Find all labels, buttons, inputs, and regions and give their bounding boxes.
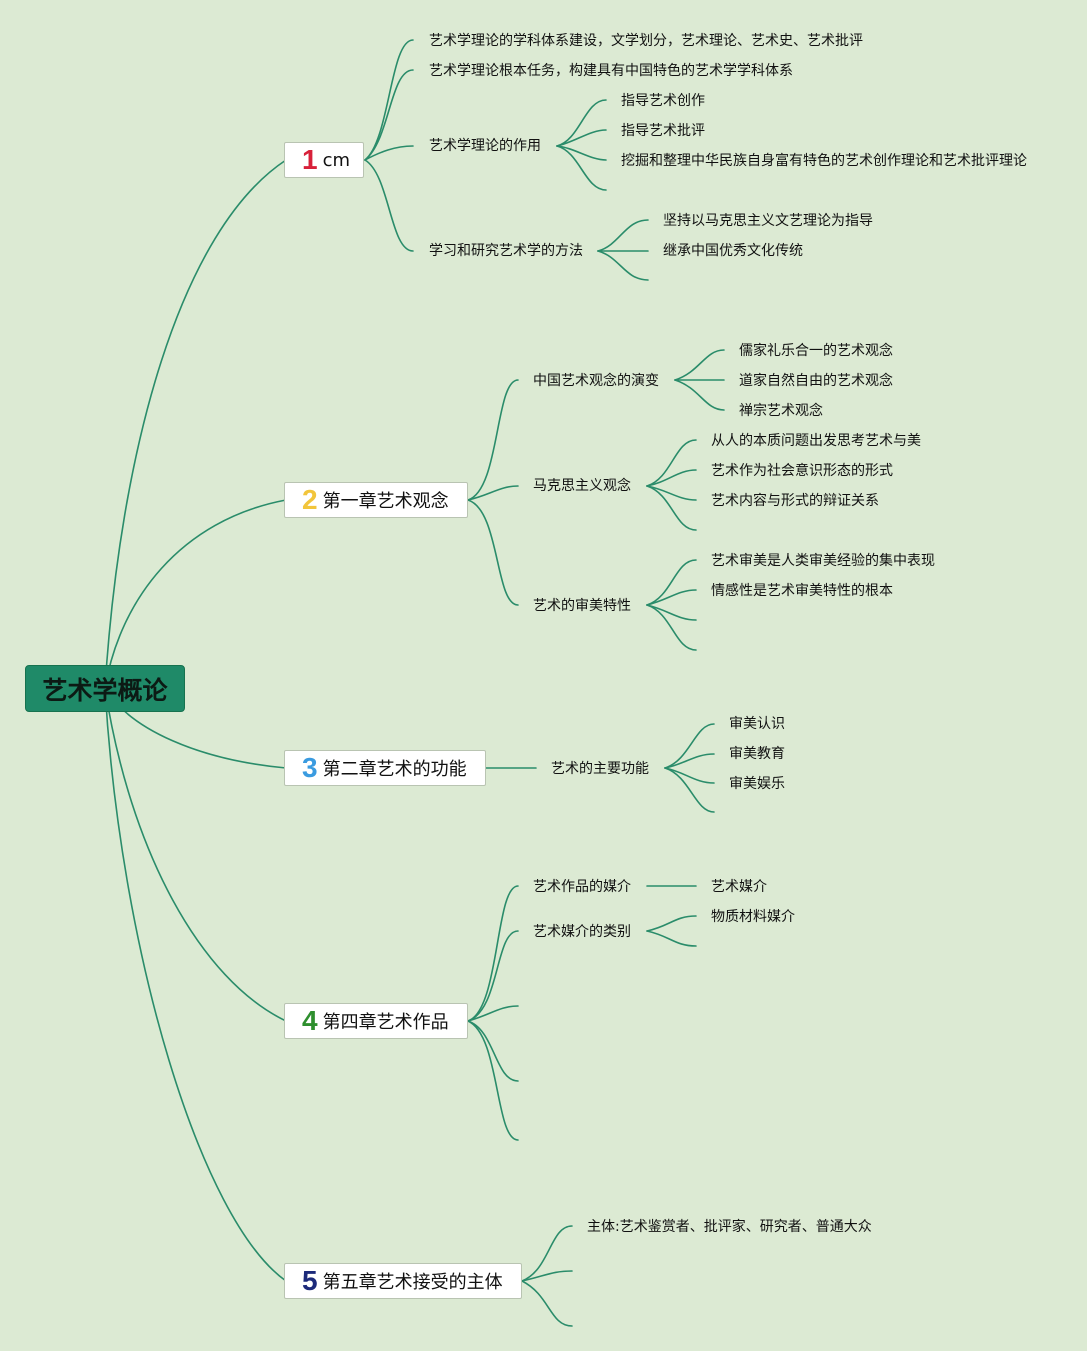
connector-ch3t1-i4 xyxy=(664,767,715,813)
connector-ch4-t2 xyxy=(467,930,519,1022)
connector-ch2t2-i1 xyxy=(646,439,697,487)
chapter-label-3: 第二章艺术的功能 xyxy=(322,759,467,780)
subtopic-item[interactable]: 艺术作为社会意识形态的形式 xyxy=(711,463,893,479)
connector-root-ch4 xyxy=(104,687,287,1022)
connector-ch2t3-i1 xyxy=(646,559,697,606)
chapter-number-1: 1 xyxy=(302,144,318,175)
chapter-node-2[interactable]: 2 第一章艺术观念 xyxy=(284,482,468,518)
connector-ch2t3-i3 xyxy=(646,604,697,621)
subtopic-item[interactable]: 艺术审美是人类审美经验的集中表现 xyxy=(711,553,935,569)
topic-item[interactable]: 中国艺术观念的演变 xyxy=(533,373,659,389)
chapter-label-4: 第四章艺术作品 xyxy=(322,1012,449,1033)
subtopic-item[interactable]: 审美认识 xyxy=(729,716,785,732)
subtopic-item[interactable]: 儒家礼乐合一的艺术观念 xyxy=(739,343,893,359)
chapter-number-2: 2 xyxy=(302,484,318,515)
connector-root-ch5 xyxy=(104,687,287,1282)
connector-ch2t3-i2 xyxy=(646,589,697,606)
chapter-node-3[interactable]: 3 第二章艺术的功能 xyxy=(284,750,486,786)
subtopic-item[interactable]: 坚持以马克思主义文艺理论为指导 xyxy=(663,213,873,229)
connector-ch2-t1 xyxy=(467,379,519,501)
connector-ch5-t1 xyxy=(521,1225,573,1282)
connector-ch2t2-i3 xyxy=(646,485,697,501)
chapter-label-1: cm xyxy=(322,149,351,171)
chapter-number-4: 4 xyxy=(302,1005,318,1036)
chapter-node-5[interactable]: 5 第五章艺术接受的主体 xyxy=(284,1263,522,1299)
connector-ch2t1-i3 xyxy=(674,379,725,411)
connector-ch4-t3 xyxy=(467,1005,519,1022)
connector-ch5-t3 xyxy=(521,1280,573,1327)
connector-ch4t2-i1 xyxy=(646,915,697,932)
topic-item[interactable]: 艺术的主要功能 xyxy=(551,761,649,777)
connector-ch3t1-i2 xyxy=(664,753,715,769)
connector-ch2t2-i2 xyxy=(646,469,697,487)
connector-ch2t2-i4 xyxy=(646,485,697,531)
subtopic-item[interactable]: 挖掘和整理中华民族自身富有特色的艺术创作理论和艺术批评理论 xyxy=(621,153,1027,169)
connector-ch5-t2 xyxy=(521,1270,573,1282)
connector-ch3t1-i1 xyxy=(664,723,715,769)
connector-t3-i3 xyxy=(556,145,607,161)
chapter-label-2: 第一章艺术观念 xyxy=(322,491,449,512)
subtopic-item[interactable]: 指导艺术创作 xyxy=(621,93,705,109)
connector-root-ch1 xyxy=(104,159,287,689)
topic-item[interactable]: 艺术学理论的作用 xyxy=(429,138,541,154)
connector-ch3t1-i3 xyxy=(664,767,715,784)
subtopic-item[interactable]: 指导艺术批评 xyxy=(621,123,705,139)
subtopic-item[interactable]: 道家自然自由的艺术观念 xyxy=(739,373,893,389)
subtopic-item[interactable]: 审美教育 xyxy=(729,746,785,762)
subtopic-item[interactable]: 审美娱乐 xyxy=(729,776,785,792)
connector-ch4-t1 xyxy=(467,885,519,1022)
root-label: 艺术学概论 xyxy=(42,675,168,705)
connector-ch1-t4 xyxy=(364,159,414,252)
connector-ch2-t2 xyxy=(467,485,519,501)
subtopic-item[interactable]: 艺术内容与形式的辩证关系 xyxy=(711,493,879,509)
topic-item[interactable]: 马克思主义观念 xyxy=(533,478,631,494)
connector-t3-i4 xyxy=(556,145,607,191)
subtopic-item[interactable]: 继承中国优秀文化传统 xyxy=(663,243,803,259)
topic-item[interactable]: 主体:艺术鉴赏者、批评家、研究者、普通大众 xyxy=(587,1219,872,1235)
chapter-node-4[interactable]: 4 第四章艺术作品 xyxy=(284,1003,468,1039)
connector-ch2-t3 xyxy=(467,499,519,606)
subtopic-item[interactable]: 艺术媒介 xyxy=(711,879,767,895)
topic-item[interactable]: 艺术学理论的学科体系建设，文学划分，艺术理论、艺术史、艺术批评 xyxy=(429,33,863,49)
chapter-node-1[interactable]: 1 cm xyxy=(284,142,364,178)
subtopic-item[interactable]: 物质材料媒介 xyxy=(711,909,795,925)
connector-ch1-t2 xyxy=(364,69,414,161)
subtopic-item[interactable]: 情感性是艺术审美特性的根本 xyxy=(711,583,893,599)
connector-ch4-t4 xyxy=(467,1020,519,1082)
connector-t4-i1 xyxy=(597,219,649,252)
chapter-label-5: 第五章艺术接受的主体 xyxy=(322,1272,503,1293)
connector-ch2t1-i1 xyxy=(674,349,725,381)
topic-item[interactable]: 艺术作品的媒介 xyxy=(533,879,631,895)
connector-ch1-t1 xyxy=(364,39,414,161)
connector-ch4t2-i2 xyxy=(646,930,697,947)
connector-ch4-t5 xyxy=(467,1020,519,1141)
topic-item[interactable]: 艺术学理论根本任务，构建具有中国特色的艺术学学科体系 xyxy=(429,63,793,79)
connector-t3-i2 xyxy=(556,129,607,147)
connector-root-ch2 xyxy=(104,499,287,689)
connector-ch2t3-i4 xyxy=(646,604,697,651)
root-topic[interactable]: 艺术学概论 xyxy=(25,665,185,712)
topic-item[interactable]: 艺术媒介的类别 xyxy=(533,924,631,940)
connector-ch1-t3 xyxy=(364,145,414,161)
subtopic-item[interactable]: 禅宗艺术观念 xyxy=(739,403,823,419)
connector-t4-i3 xyxy=(597,250,649,281)
subtopic-item[interactable]: 从人的本质问题出发思考艺术与美 xyxy=(711,433,921,449)
topic-item[interactable]: 艺术的审美特性 xyxy=(533,598,631,614)
topic-item[interactable]: 学习和研究艺术学的方法 xyxy=(429,243,583,259)
chapter-number-5: 5 xyxy=(302,1265,318,1296)
connector-t3-i1 xyxy=(556,99,607,147)
chapter-number-3: 3 xyxy=(302,752,318,783)
